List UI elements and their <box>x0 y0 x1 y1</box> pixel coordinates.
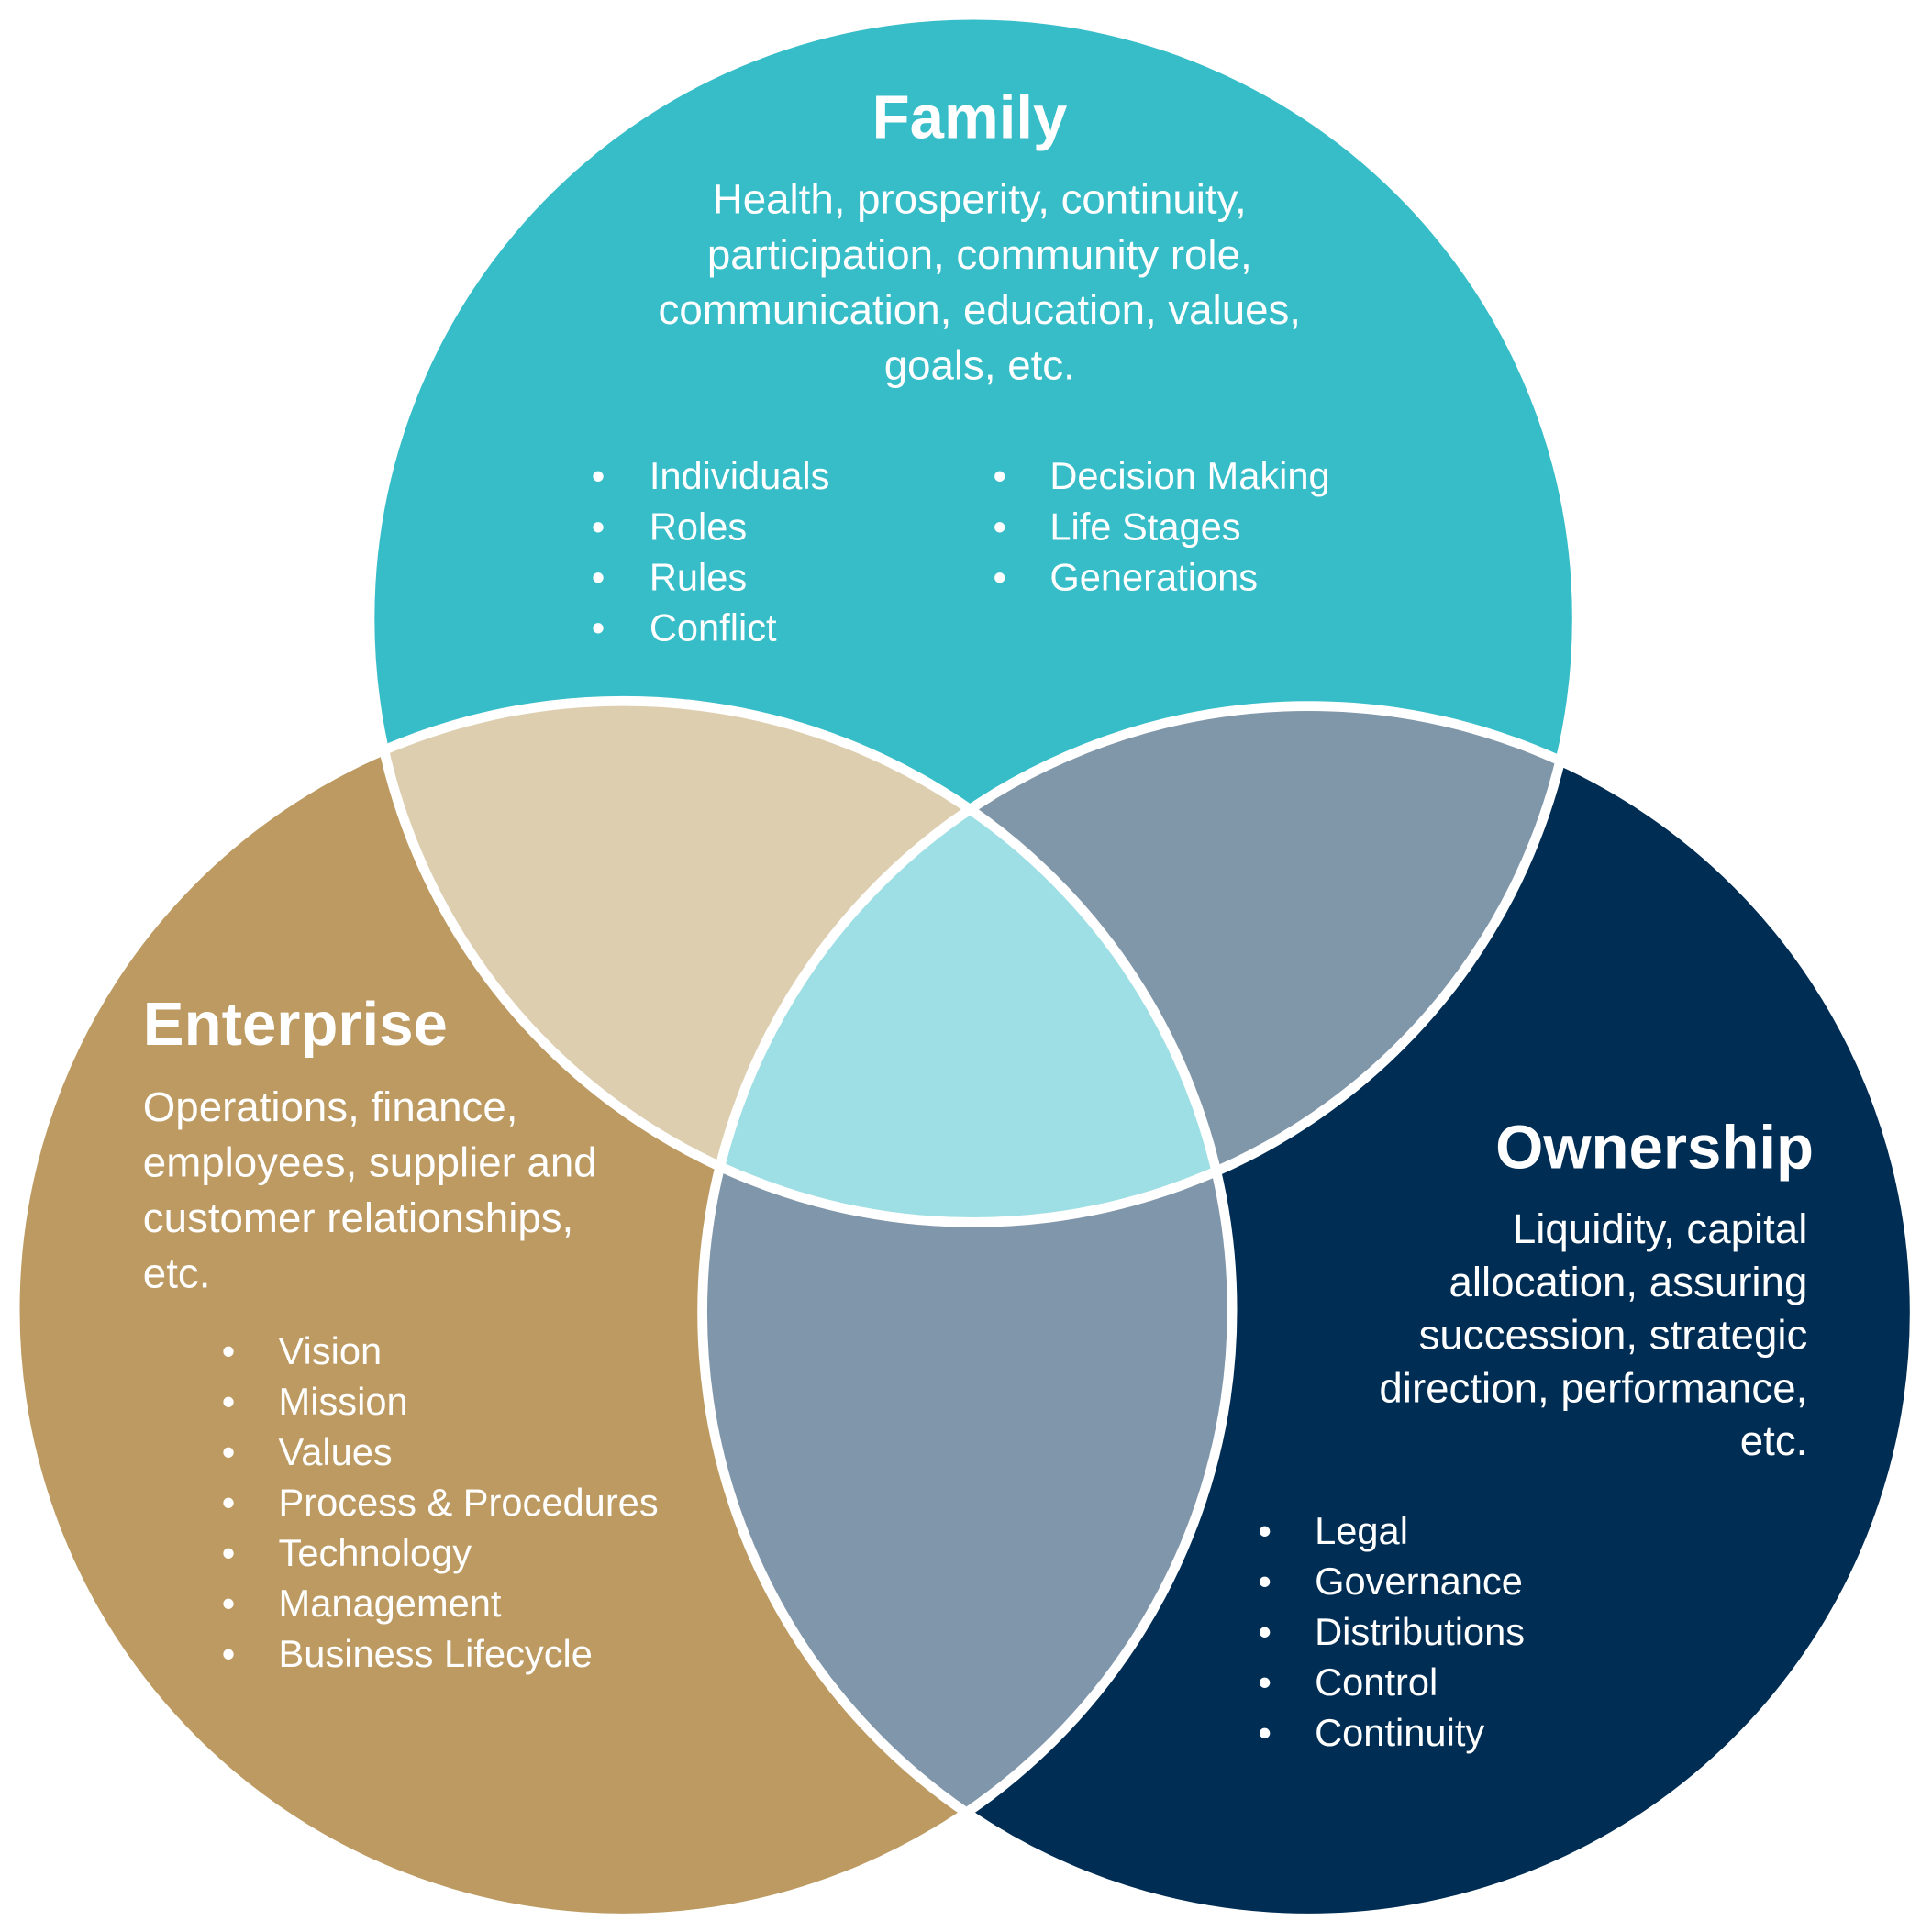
circle-outlines <box>9 9 1920 1924</box>
bullet-icon: • <box>222 1531 236 1574</box>
list-item: Control <box>1315 1660 1438 1704</box>
list-item: Governance <box>1315 1560 1523 1603</box>
enterprise-bullets: • Vision • Mission • Values • Process & Procedu… <box>222 1329 659 1675</box>
list-item: Generations <box>1049 555 1258 598</box>
list-item: Conflict <box>650 605 777 649</box>
description-line: direction, performance, <box>1379 1364 1807 1411</box>
bullet-icon: • <box>1258 1660 1271 1704</box>
description-line: Operations, finance, <box>143 1083 518 1130</box>
bullet-icon: • <box>222 1481 236 1524</box>
center-overlap <box>702 705 1233 1223</box>
list-item: Mission <box>279 1380 408 1423</box>
ownership-bullets: • Legal • Governance • Distributions • Control •… <box>1258 1509 1525 1754</box>
list-item: Decision Making <box>1049 454 1329 497</box>
bullet-icon: • <box>592 605 605 649</box>
bullet-icon: • <box>592 555 605 598</box>
list-item: Process & Procedures <box>279 1481 659 1524</box>
bullet-icon: • <box>222 1380 236 1423</box>
list-item: Legal <box>1315 1509 1408 1552</box>
list-item: Technology <box>279 1531 472 1574</box>
bullet-icon: • <box>1258 1711 1271 1754</box>
list-item: Values <box>279 1430 393 1473</box>
bullet-icon: • <box>994 505 1007 548</box>
list-item: Life Stages <box>1049 505 1240 548</box>
list-item: Continuity <box>1315 1711 1484 1754</box>
bullet-icon: • <box>222 1582 236 1625</box>
list-item: Business Lifecycle <box>279 1632 593 1675</box>
bullet-icon: • <box>1258 1560 1271 1603</box>
description-line: etc. <box>1740 1417 1808 1464</box>
bullet-icon: • <box>592 505 605 548</box>
family-bullets-left: • Individuals • Roles • Rules • Conflict <box>592 454 830 649</box>
list-item: Vision <box>279 1329 383 1372</box>
bullet-icon: • <box>1258 1610 1271 1653</box>
enterprise-title: Enterprise <box>143 990 448 1059</box>
family-bullets-right: • Decision Making • Life Stages • Generations <box>994 454 1330 598</box>
family-title: Family <box>872 83 1068 151</box>
description-line: Health, prosperity, continuity, <box>713 175 1247 222</box>
description-line: goals, etc. <box>884 342 1075 389</box>
bullet-icon: • <box>222 1329 236 1372</box>
list-item: Roles <box>650 505 747 548</box>
bullet-icon: • <box>222 1632 236 1675</box>
bullet-icon: • <box>592 454 605 497</box>
description-line: customer relationships, <box>143 1194 573 1241</box>
list-item: Rules <box>650 555 747 598</box>
enterprise-description: Operations, finance, employees, supplier… <box>143 1083 597 1296</box>
bullet-icon: • <box>994 454 1007 497</box>
description-line: participation, community role, <box>707 231 1252 278</box>
description-line: Liquidity, capital <box>1513 1205 1807 1252</box>
list-item: Distributions <box>1315 1610 1525 1653</box>
description-line: employees, supplier and <box>143 1139 597 1186</box>
list-item: Management <box>279 1582 502 1625</box>
family-description: Health, prosperity, continuity, particip… <box>659 175 1301 388</box>
list-item: Individuals <box>650 454 830 497</box>
ownership-description: Liquidity, capital allocation, assuring … <box>1379 1205 1807 1464</box>
description-line: allocation, assuring <box>1449 1259 1808 1305</box>
bullet-icon: • <box>994 555 1007 598</box>
description-line: communication, education, values, <box>659 286 1301 333</box>
ownership-title: Ownership <box>1495 1113 1814 1182</box>
bullet-icon: • <box>1258 1509 1271 1552</box>
description-line: etc. <box>143 1250 211 1297</box>
description-line: succession, strategic <box>1419 1312 1808 1359</box>
bullet-icon: • <box>222 1430 236 1473</box>
